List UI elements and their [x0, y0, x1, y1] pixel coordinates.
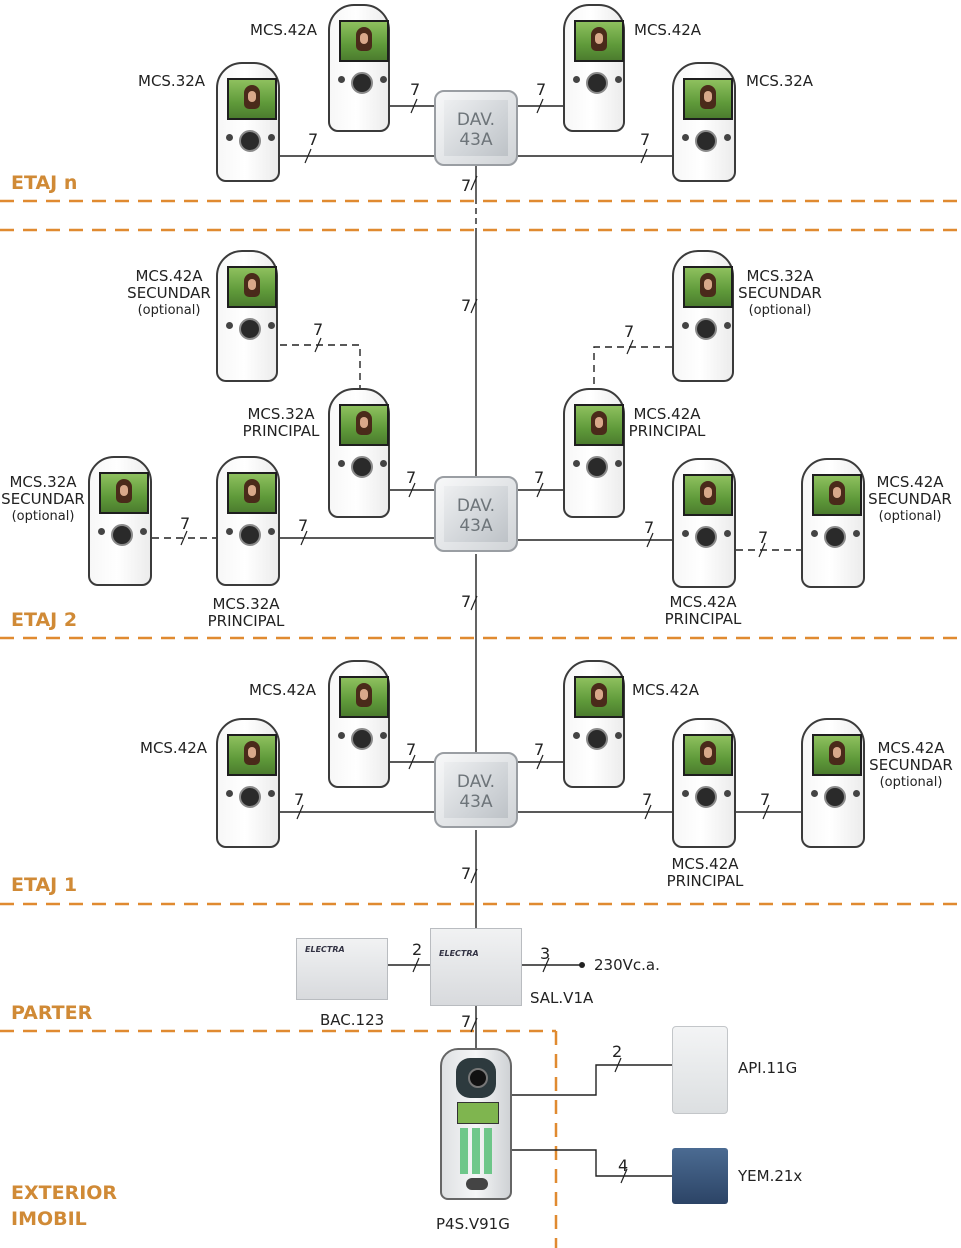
floor-label-etaj-n: ETAJ n [11, 172, 78, 194]
monitor-etaj-2-sec-upper-left [216, 250, 278, 382]
rfid-reader-icon [466, 1178, 488, 1190]
wire-count-label: 7 [461, 864, 472, 883]
wire-count-label: 7 [313, 320, 324, 339]
dav-label: DAV. 43A [456, 496, 496, 536]
label-etaj-1-right-top: MCS.42A [632, 681, 700, 699]
bac-123-unit: ELECTRA [296, 938, 388, 1000]
yem-21x-lock-icon [672, 1148, 728, 1204]
monitor-etaj-2-sec-upper-right [672, 250, 734, 382]
monitor-etaj-2-sec-far-right [801, 458, 865, 588]
label-p4s-v91g: P4S.V91G [436, 1215, 510, 1233]
monitor-etaj-2-prin-lower-right [672, 458, 736, 588]
dav-distributor-etaj-n: DAV. 43A [434, 90, 518, 166]
monitor-etaj-1-left-top [328, 660, 390, 788]
label-etaj-1-sec-far-right: MCS.42A SECUNDAR (optional) [869, 739, 953, 791]
monitor-etaj-1-sec-far-right [801, 718, 865, 848]
wire-count-label: 4 [618, 1156, 629, 1175]
dav-label: DAV. 43A [456, 110, 496, 150]
label-etaj-2-sec-far-right: MCS.42A SECUNDAR (optional) [868, 473, 952, 525]
wire-count-label: 7 [624, 322, 635, 341]
label-etaj-2-prin-lower-right: MCS.42A PRINCIPAL [664, 593, 742, 628]
keypad [460, 1128, 494, 1174]
monitor-etaj-2-prin-upper-left [328, 388, 390, 518]
camera-icon [456, 1058, 496, 1098]
label-etaj-2-prin-upper-left: MCS.32A PRINCIPAL [242, 405, 320, 440]
label-yem-21x: YEM.21x [738, 1167, 803, 1185]
wire-count-label: 7 [758, 528, 769, 547]
wire-count-label: 7 [298, 516, 309, 535]
wire-count-label: 7 [536, 80, 547, 99]
wire-count-label: 2 [412, 940, 423, 959]
label-etaj-1-left-top: MCS.42A [249, 681, 317, 699]
wire-count-label: 7 [461, 592, 472, 611]
sal-v1a-unit: ELECTRA [430, 928, 522, 1006]
wire-count-label: 7 [534, 740, 545, 759]
monitor-etaj-2-prin-upper-right [563, 388, 625, 518]
label-etaj-2-sec-upper-right: MCS.32A SECUNDAR (optional) [738, 267, 822, 319]
monitor-etaj-1-prin-right [672, 718, 736, 848]
wire-count-label: 2 [612, 1042, 623, 1061]
supply-terminal [579, 962, 585, 968]
floor-label-etaj-2: ETAJ 2 [11, 609, 78, 631]
wire-count-label: 7 [461, 1012, 472, 1031]
wire-count-label: 7 [294, 790, 305, 809]
label-etaj-n-left-top: MCS.42A [250, 21, 318, 39]
monitor-etaj-n-right-bottom [672, 62, 736, 182]
dav-label: DAV. 43A [456, 772, 496, 812]
wire-count-label: 7 [308, 130, 319, 149]
label-etaj-n-right-bottom: MCS.32A [746, 72, 814, 90]
label-etaj-2-sec-far-left: MCS.32A SECUNDAR (optional) [1, 473, 85, 525]
monitor-etaj-n-left-top [328, 4, 390, 132]
wire-count-label: 7 [461, 296, 472, 315]
label-etaj-1-prin-right: MCS.42A PRINCIPAL [666, 855, 744, 890]
label-etaj-1-left-bottom: MCS.42A [140, 739, 208, 757]
dav-distributor-etaj-1: DAV. 43A [434, 752, 518, 828]
wire-count-label: 7 [760, 790, 771, 809]
wire-count-label: 7 [410, 80, 421, 99]
monitor-etaj-2-sec-far-left [88, 456, 152, 586]
label-etaj-2-prin-lower-left: MCS.32A PRINCIPAL [207, 595, 285, 630]
wire-count-label: 7 [406, 740, 417, 759]
wire-panel-yem [512, 1149, 672, 1177]
wire-count-label: 7 [406, 468, 417, 487]
wire-panel-api [512, 1064, 672, 1096]
wire-count-label: 7 [180, 514, 191, 533]
label-etaj-n-left-bottom: MCS.32A [138, 72, 206, 90]
wire-2-sec-upper-right [593, 346, 672, 388]
floor-label-parter: PARTER [11, 1002, 93, 1024]
label-bac-123: BAC.123 [320, 1011, 385, 1029]
floor-label-etaj-1: ETAJ 1 [11, 874, 78, 896]
monitor-etaj-2-prin-lower-left [216, 456, 280, 586]
floor-label-exterior: EXTERIOR IMOBIL [11, 1182, 118, 1230]
api-11g-unit [672, 1026, 728, 1114]
label-sal-v1a: SAL.V1A [530, 989, 594, 1007]
wire-count-label: 7 [642, 790, 653, 809]
brand-label: ELECTRA [305, 945, 345, 954]
monitor-etaj-1-right-top [563, 660, 625, 788]
label-supply-230v: 230Vc.a. [594, 956, 660, 974]
lcd-display [457, 1102, 499, 1124]
wire-count-label: 7 [461, 176, 472, 195]
wire-count-label: 7 [534, 468, 545, 487]
monitor-etaj-n-left-bottom [216, 62, 280, 182]
label-etaj-2-prin-upper-right: MCS.42A PRINCIPAL [628, 405, 706, 440]
wire-count-label: 3 [540, 944, 551, 963]
wire-count-label: 7 [640, 130, 651, 149]
dav-distributor-etaj-2: DAV. 43A [434, 476, 518, 552]
monitor-etaj-n-right-top [563, 4, 625, 132]
brand-label: ELECTRA [439, 949, 479, 958]
monitor-etaj-1-left-bottom [216, 718, 280, 848]
p4s-v91g-entrance-panel [440, 1048, 512, 1200]
label-etaj-2-sec-upper-left: MCS.42A SECUNDAR (optional) [127, 267, 211, 319]
wire-count-label: 7 [644, 518, 655, 537]
wire-2-sec-upper-left [280, 344, 361, 388]
label-api-11g: API.11G [738, 1059, 798, 1077]
label-etaj-n-right-top: MCS.42A [634, 21, 702, 39]
